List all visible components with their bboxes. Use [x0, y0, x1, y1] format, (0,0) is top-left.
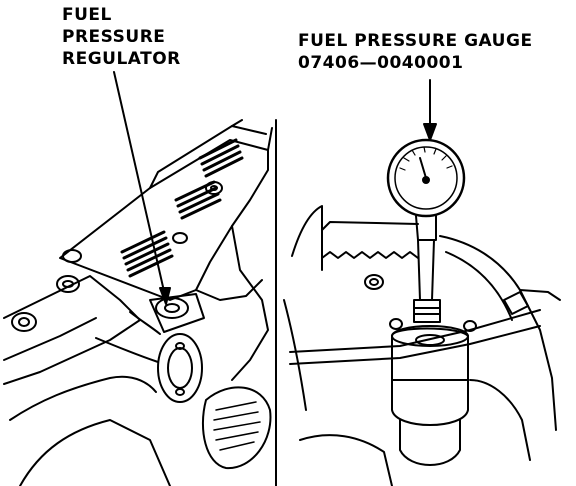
lower-right-hose	[469, 379, 531, 461]
regulator-label-line-2: PRESSURE	[62, 27, 166, 47]
lower-hose	[9, 375, 157, 421]
gauge-leader	[423, 79, 437, 141]
right-engine-wall	[231, 225, 269, 381]
regulator-label-line-3: REGULATOR	[62, 49, 181, 69]
right-panel-gauge-setup	[283, 138, 561, 486]
left-panel-engine-bay	[3, 119, 273, 486]
gauge-hose	[413, 215, 441, 323]
engine-upper-lip	[321, 221, 419, 231]
engine-block-lower	[19, 419, 171, 486]
manifold-side-edge	[231, 119, 273, 151]
fuel-line-lower	[289, 325, 541, 365]
fuel-pressure-regulator-label: FUEL PRESSURE REGULATOR	[62, 4, 181, 70]
gauge-arrow-head	[423, 123, 437, 141]
plate-bolt	[364, 274, 384, 290]
fuel-line-upper	[289, 309, 541, 353]
regulator-body	[129, 293, 205, 335]
gauge-tick-marks	[399, 146, 453, 171]
fuel-pressure-gauge-label: FUEL PRESSURE GAUGE 07406—0040001	[298, 30, 533, 74]
alternator-fins	[213, 401, 261, 451]
plenum-ribs	[120, 138, 244, 278]
fuel-line-left	[283, 299, 307, 411]
fuel-filter-canister	[389, 318, 477, 466]
gauge-label-title: FUEL PRESSURE GAUGE	[298, 31, 533, 51]
regulator-arrow-head	[159, 287, 171, 305]
regulator-leader	[113, 71, 171, 305]
gauge-dial	[386, 138, 466, 218]
right-frame-edge	[519, 289, 561, 301]
rail-lower-edge	[3, 317, 97, 361]
manifold-bolts	[11, 181, 223, 332]
throttle-body	[157, 333, 203, 403]
engine-cover-edge	[291, 205, 323, 259]
hose-clamp	[503, 291, 529, 315]
regulator-label-line-1: FUEL	[62, 5, 112, 25]
alternator-outline	[202, 386, 272, 470]
manifold-runner	[195, 279, 263, 301]
bracket-inner-edge	[445, 251, 513, 321]
vacuum-hose	[95, 337, 159, 363]
manifold-top-edge	[149, 125, 267, 189]
gauge-label-part-number: 07406—0040001	[298, 53, 464, 73]
engine-mount-lower	[299, 434, 393, 486]
serrated-plate	[321, 251, 419, 259]
